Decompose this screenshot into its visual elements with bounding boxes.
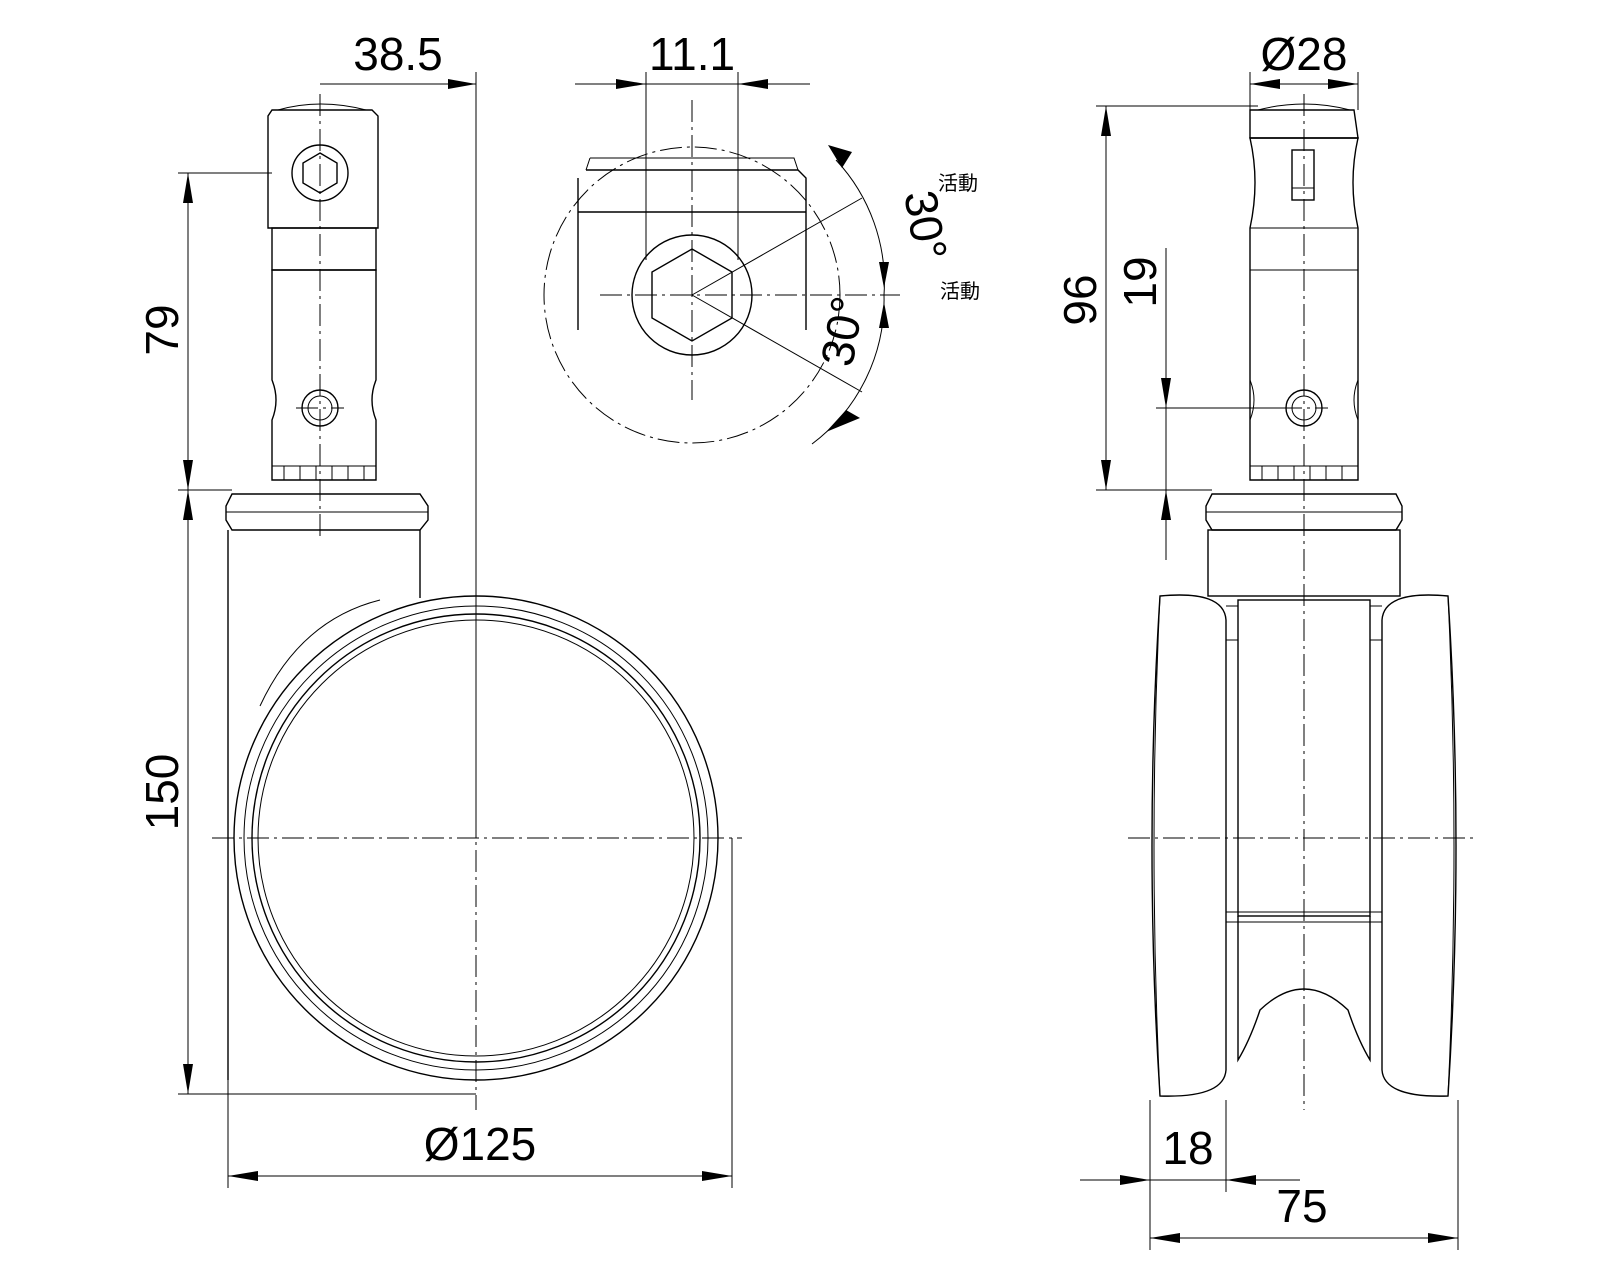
front-view-dimensions: Ø28 96 19 18 75 — [1054, 28, 1459, 1250]
side-view-dimensions: 38.5 79 150 Ø125 — [136, 28, 733, 1188]
front-stem-slot — [1291, 149, 1315, 201]
stem-serration — [272, 465, 376, 480]
dim-offset: 38.5 — [353, 28, 443, 80]
front-stem-body — [1249, 137, 1359, 481]
angle-line-lower — [691, 294, 863, 393]
dim-hex-flats: 11.1 — [649, 28, 735, 80]
front-wheel-right — [1381, 594, 1457, 1097]
dim-angle-lower: 30° — [811, 292, 874, 370]
side-view — [212, 94, 742, 1110]
dim-overall-width: 75 — [1276, 1180, 1327, 1232]
dim-total-height: 150 — [136, 754, 188, 831]
fork-body — [227, 530, 421, 1080]
front-wheel-left — [1151, 594, 1227, 1097]
front-view — [1128, 94, 1478, 1110]
dim-stem-diameter: Ø28 — [1261, 28, 1348, 80]
dim-wheel-diameter: Ø125 — [424, 1118, 537, 1170]
angle-line-upper — [691, 197, 863, 296]
stem-top-cap — [267, 109, 379, 229]
stem-collar — [271, 227, 377, 271]
dim-stem-height: 79 — [136, 304, 188, 355]
note-swivel-lower: 活動 — [940, 279, 980, 303]
stem-body — [271, 269, 377, 481]
dim-tread-width: 18 — [1162, 1122, 1213, 1174]
hex-detail-view: 11.1 30° 30° 活動 活動 — [543, 28, 980, 445]
dim-hole-height: 19 — [1114, 256, 1166, 307]
dim-total-stem-height: 96 — [1054, 274, 1106, 325]
dim-angle-upper: 30° — [894, 186, 957, 264]
note-swivel-upper: 活動 — [938, 171, 978, 195]
